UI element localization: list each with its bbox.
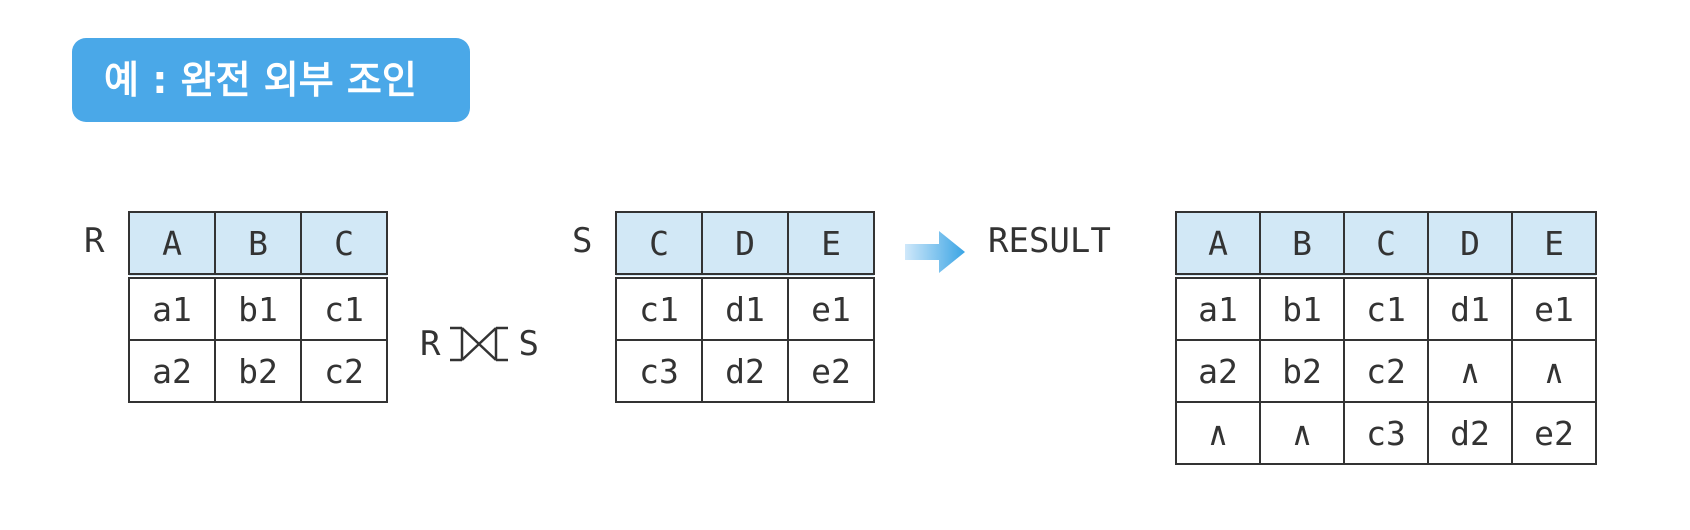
table-cell: d1: [701, 275, 789, 341]
null-cell: ∧: [1259, 401, 1345, 465]
result-table: A B C D E a1 b1 c1 d1 e1 a2 b2 c2 ∧ ∧ ∧ …: [1175, 211, 1597, 465]
header-row: A B C D E: [1175, 211, 1597, 279]
relation-s-table: C D E c1 d1 e1 c3 d2 e2: [615, 211, 875, 403]
table-cell: a1: [128, 275, 216, 341]
table-cell: e1: [787, 275, 875, 341]
header-cell: C: [1343, 211, 1429, 279]
table-row: a2 b2 c2 ∧ ∧: [1175, 339, 1597, 403]
arrow-right-icon: [905, 231, 965, 273]
header-cell: A: [1175, 211, 1261, 279]
header-cell: E: [787, 211, 875, 279]
header-cell: E: [1511, 211, 1597, 279]
table-row: a2 b2 c2: [128, 339, 388, 403]
table-cell: c3: [1343, 401, 1429, 465]
table-cell: b2: [214, 339, 302, 403]
header-cell: B: [214, 211, 302, 279]
table-cell: a1: [1175, 275, 1261, 341]
table-cell: b1: [1259, 275, 1345, 341]
full-outer-join-icon: [450, 326, 509, 362]
table-row: c1 d1 e1: [615, 275, 875, 341]
header-cell: B: [1259, 211, 1345, 279]
table-cell: c1: [1343, 275, 1429, 341]
null-cell: ∧: [1511, 339, 1597, 403]
table-cell: d1: [1427, 275, 1513, 341]
table-cell: e1: [1511, 275, 1597, 341]
table-row: c3 d2 e2: [615, 339, 875, 403]
header-row: C D E: [615, 211, 875, 279]
join-left-operand: R: [420, 324, 441, 364]
table-row: a1 b1 c1: [128, 275, 388, 341]
relation-r-label: R: [84, 221, 105, 261]
header-cell: C: [300, 211, 388, 279]
table-cell: d2: [701, 339, 789, 403]
table-cell: a2: [128, 339, 216, 403]
relation-s-label: S: [572, 221, 593, 261]
header-cell: D: [1427, 211, 1513, 279]
table-cell: a2: [1175, 339, 1261, 403]
table-cell: b2: [1259, 339, 1345, 403]
table-cell: c1: [615, 275, 703, 341]
null-cell: ∧: [1427, 339, 1513, 403]
header-cell: D: [701, 211, 789, 279]
join-right-operand: S: [518, 324, 539, 364]
relation-r-table: A B C a1 b1 c1 a2 b2 c2: [128, 211, 388, 403]
table-cell: e2: [787, 339, 875, 403]
null-cell: ∧: [1175, 401, 1261, 465]
table-cell: c3: [615, 339, 703, 403]
result-label: RESULT: [988, 221, 1111, 261]
title-badge: 예 : 완전 외부 조인: [72, 38, 470, 122]
table-row: a1 b1 c1 d1 e1: [1175, 275, 1597, 341]
table-cell: c2: [1343, 339, 1429, 403]
table-cell: c1: [300, 275, 388, 341]
table-cell: b1: [214, 275, 302, 341]
table-cell: c2: [300, 339, 388, 403]
table-cell: d2: [1427, 401, 1513, 465]
table-cell: e2: [1511, 401, 1597, 465]
header-cell: A: [128, 211, 216, 279]
table-row: ∧ ∧ c3 d2 e2: [1175, 401, 1597, 465]
header-cell: C: [615, 211, 703, 279]
join-expression: R S: [420, 312, 539, 376]
header-row: A B C: [128, 211, 388, 279]
title-text: 예 : 완전 외부 조인: [104, 58, 417, 102]
